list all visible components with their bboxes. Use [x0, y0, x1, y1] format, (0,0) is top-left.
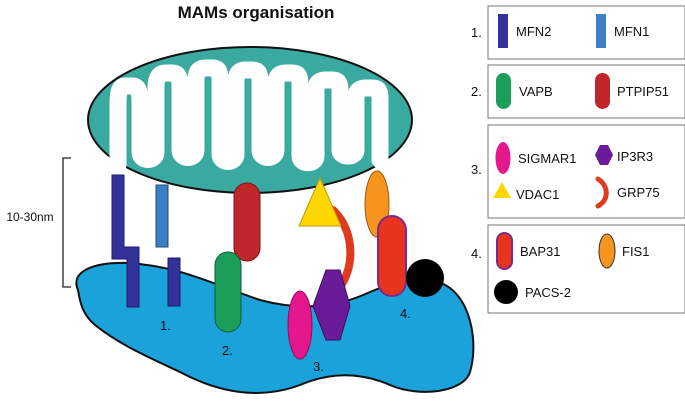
legend-ip3r3-icon: [595, 145, 613, 165]
legend-sigmar1-icon: [495, 142, 511, 174]
legend-label: SIGMAR1: [518, 151, 577, 166]
site-label-4: 4.: [400, 306, 411, 321]
site-label-3: 3.: [313, 359, 324, 374]
legend-group-1: 1. MFN2 MFN1: [471, 5, 685, 60]
legend-box: [487, 64, 685, 119]
legend-label: GRP75: [617, 185, 660, 200]
bap31-protein: [377, 215, 407, 297]
distance-label: 10-30nm: [6, 210, 53, 224]
legend-grp75-icon: [595, 176, 609, 209]
legend-label: IP3R3: [617, 149, 653, 164]
legend-group-2: 2. VAPB PTPIP51: [471, 64, 685, 119]
legend-label: VAPB: [519, 84, 553, 99]
ip3r3-protein: [312, 269, 351, 341]
legend: 1. MFN2 MFN1 2. VAPB PTPIP51 3. SIGMAR1 …: [471, 5, 685, 314]
legend-label: VDAC1: [516, 187, 559, 202]
legend-label: PACS-2: [525, 285, 571, 300]
mfn1-protein: [155, 184, 169, 248]
legend-label: MFN2: [516, 24, 551, 39]
legend-label: BAP31: [520, 244, 560, 259]
vapb-protein: [214, 251, 242, 333]
pacs2-protein: [406, 259, 444, 297]
legend-bap31-icon: [496, 232, 513, 270]
legend-box: [487, 5, 685, 60]
legend-mfn2-icon: [498, 14, 508, 48]
legend-vdac1-icon: [493, 182, 511, 198]
mfn2-protein-partner: [167, 257, 181, 307]
mitochondrion: [87, 46, 413, 194]
legend-group-3: 3. SIGMAR1 IP3R3 VDAC1 GRP75: [471, 124, 685, 219]
diagram-title: MAMs organisation: [178, 3, 335, 22]
site-label-1: 1.: [160, 318, 171, 333]
site-label-2: 2.: [222, 343, 233, 358]
legend-label: FIS1: [622, 244, 649, 259]
vdac1-protein: [298, 176, 342, 227]
legend-pacs2-icon: [494, 280, 518, 304]
legend-box: [487, 224, 685, 314]
distance-bracket: [62, 157, 71, 288]
legend-group-number: 3.: [471, 162, 482, 177]
mfn2-protein: [111, 174, 140, 308]
legend-group-4: 4. BAP31 FIS1 PACS-2: [471, 224, 685, 314]
legend-group-number: 4.: [471, 246, 482, 261]
ptpip51-protein: [233, 182, 261, 262]
legend-ptpip51-icon: [595, 73, 610, 109]
legend-label: PTPIP51: [617, 84, 669, 99]
legend-group-number: 2.: [471, 84, 482, 99]
sigmar1-protein: [287, 290, 313, 360]
legend-mfn1-icon: [596, 14, 606, 48]
grp75-protein: [329, 206, 355, 288]
legend-label: MFN1: [614, 24, 649, 39]
legend-vapb-icon: [496, 73, 511, 109]
legend-box: [487, 124, 685, 219]
legend-fis1-icon: [598, 233, 616, 269]
legend-group-number: 1.: [471, 25, 482, 40]
